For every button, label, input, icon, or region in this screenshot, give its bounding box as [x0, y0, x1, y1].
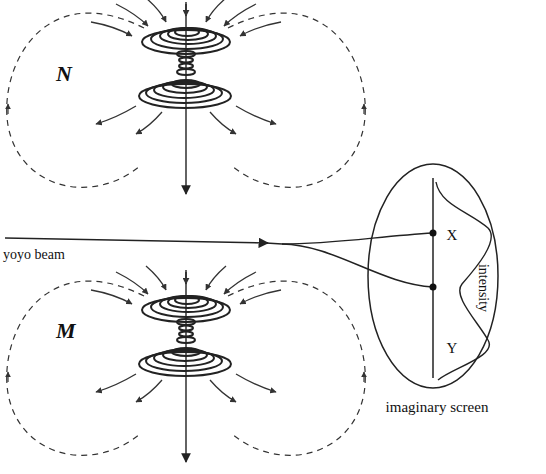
beam-label: yoyo beam — [3, 248, 65, 262]
axis-label: intensity — [476, 264, 490, 312]
peak-label: Y — [447, 341, 458, 356]
peak-label: X — [447, 228, 458, 243]
pole-label: N — [56, 63, 72, 85]
pole-label: M — [56, 320, 76, 342]
screen-label: imaginary screen — [386, 400, 489, 415]
screen-region: XintensityYimaginary screen — [367, 163, 499, 389]
